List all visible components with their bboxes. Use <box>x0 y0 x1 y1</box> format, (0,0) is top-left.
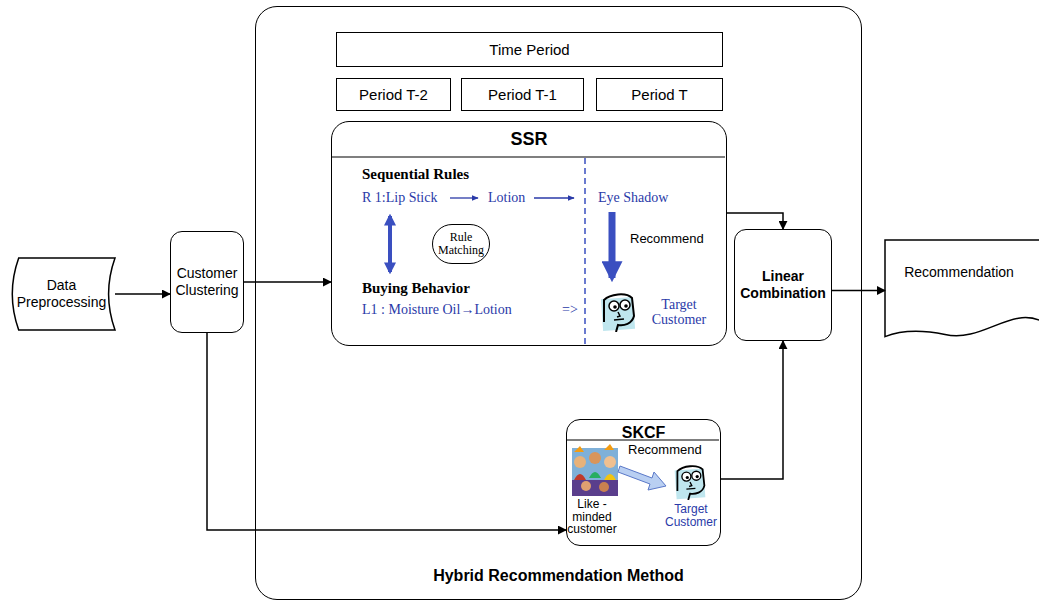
annotation-label: Lotion <box>488 190 525 206</box>
flow-arrow <box>721 341 783 479</box>
flow-arrow <box>207 333 566 530</box>
period-box: Period T-1 <box>461 78 584 111</box>
flow-arrow <box>727 213 783 229</box>
flow-arrow <box>115 293 170 295</box>
process-box: Linear Combination <box>734 229 832 341</box>
node-text: Period T <box>631 86 687 104</box>
annotation-label: Target Customer <box>662 503 720 528</box>
annotation-label: Recommend <box>628 443 702 458</box>
node-text: SKCF <box>622 423 666 442</box>
node-text: Linear Combination <box>739 268 827 302</box>
annotation-label: Recommend <box>630 232 704 247</box>
document-shape: Recommendation <box>885 240 1039 345</box>
annotation-label: => <box>562 302 578 318</box>
node-text: SSR <box>510 129 547 151</box>
matching-box: Rule Matching <box>432 224 490 264</box>
recommend-arrow <box>618 466 666 490</box>
flow-arrow <box>244 281 331 283</box>
node-text: Recommendation <box>904 264 1014 281</box>
annotation-label: Buying Behavior <box>362 280 470 297</box>
group-picture <box>572 444 618 496</box>
annotation-label: R 1:Lip Stick <box>362 190 437 206</box>
matching-arrow <box>388 216 392 272</box>
customer-icon <box>675 466 706 500</box>
node-text: Period T-1 <box>488 86 557 104</box>
period-box: Period T-2 <box>336 78 451 111</box>
node-text: Rule Matching <box>437 231 485 257</box>
recommend-arrow <box>609 212 616 278</box>
annotation-label: Target Customer <box>646 298 712 327</box>
period-box: Period T <box>596 78 723 111</box>
node-text: Period T-2 <box>359 86 428 104</box>
flow-arrow <box>832 290 885 292</box>
sequence-arrow <box>534 197 574 198</box>
data-store: Data Preprocessing <box>8 258 115 330</box>
annotation-label: Eye Shadow <box>598 190 668 206</box>
node-text: Customer Clustering <box>175 265 239 299</box>
process-box: Customer Clustering <box>170 231 244 333</box>
time-bar: Time Period <box>336 32 723 67</box>
sequence-arrow <box>450 197 478 198</box>
shape-outline <box>885 240 1039 345</box>
period-divider <box>584 158 586 344</box>
annotation-label: L1 : Moisture Oil→Lotion <box>362 302 512 318</box>
ssr-header-line <box>331 156 725 157</box>
annotation-label: Sequential Rules <box>362 166 469 183</box>
method-frame: Hybrid Recommendation Method Time PeriodP… <box>255 6 862 600</box>
node-text: Data Preprocessing <box>12 277 111 311</box>
node-text: Time Period <box>489 41 569 59</box>
customer-icon <box>601 294 635 332</box>
annotation-label: Like - minded customer <box>560 498 624 536</box>
node-text: Hybrid Recommendation Method <box>433 566 684 585</box>
